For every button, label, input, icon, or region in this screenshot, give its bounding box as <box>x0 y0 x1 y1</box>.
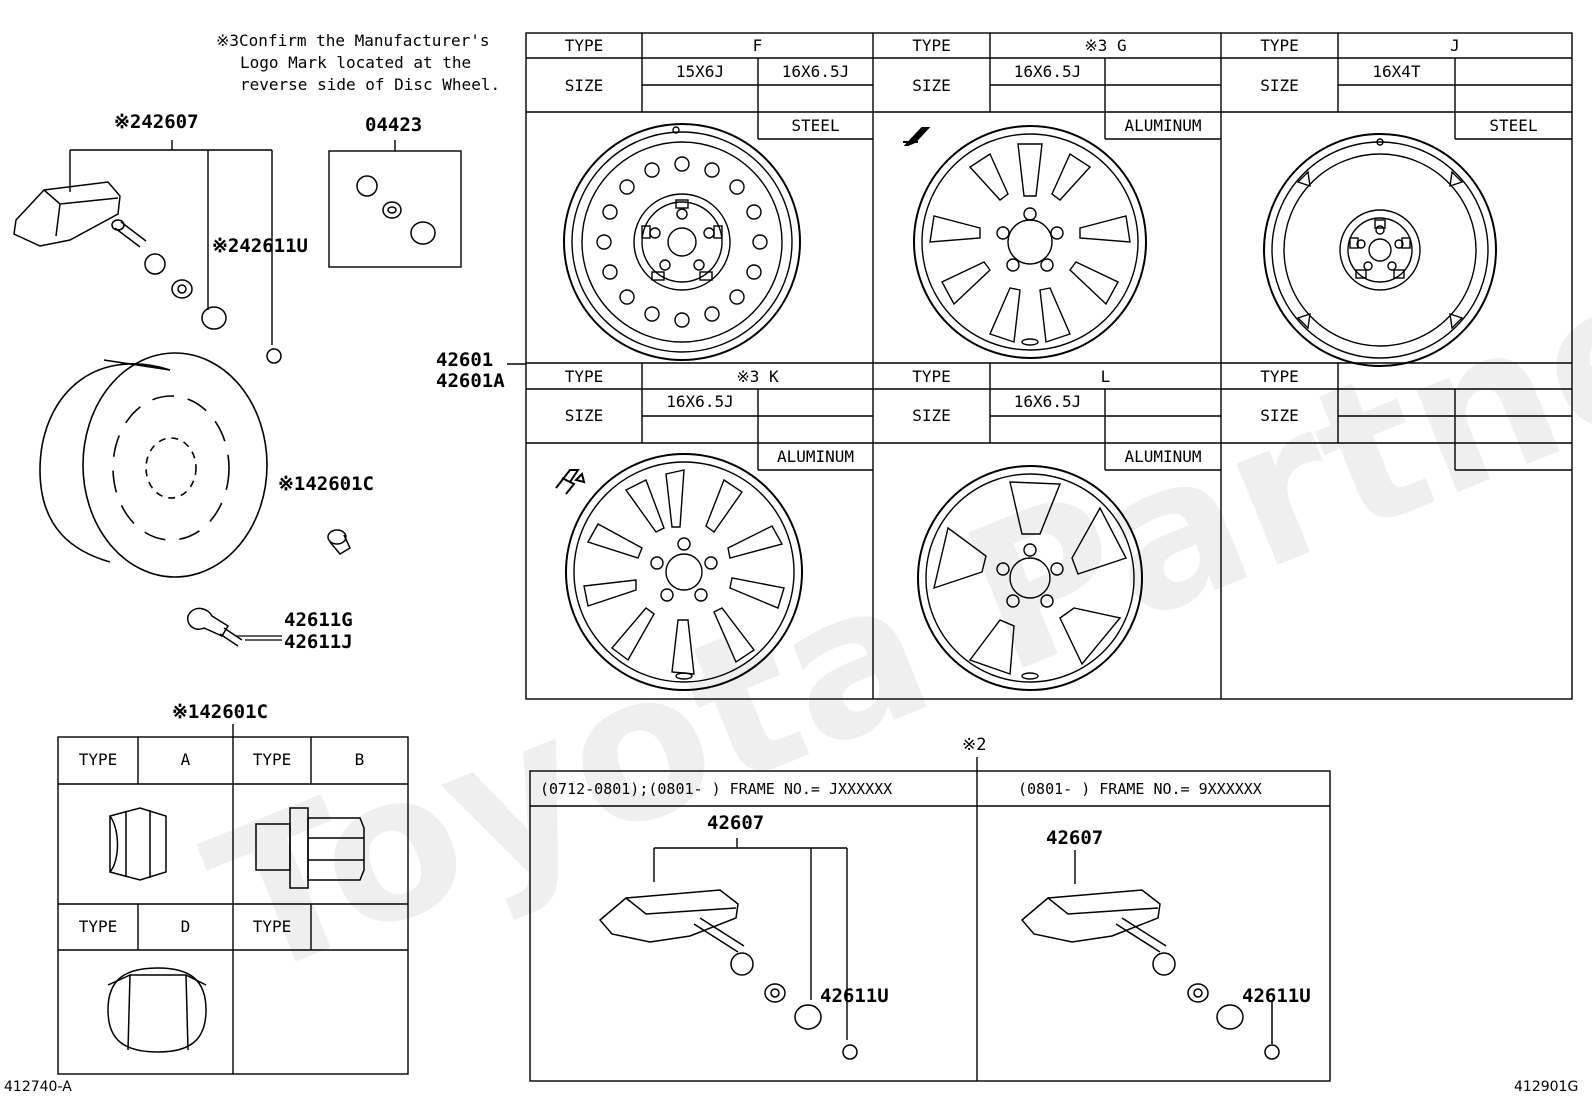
wt-type-label-5: TYPE <box>912 367 951 386</box>
note-line-1: ※3Confirm the Manufacturer's <box>216 31 490 50</box>
nt-type-label-1: TYPE <box>78 750 118 769</box>
sensor-left-valve-part[interactable]: 42611U <box>820 985 889 1007</box>
wt-size-k-1: 16X6.5J <box>666 392 734 411</box>
part-valve-g[interactable]: 42611G <box>284 609 353 631</box>
wt-size-label-1: SIZE <box>564 76 604 95</box>
wt-size-label-5: SIZE <box>912 406 951 425</box>
wt-type-label-1: TYPE <box>564 36 604 55</box>
wt-type-l: L <box>1100 367 1111 386</box>
wt-size-j-1: 16X4T <box>1372 62 1421 81</box>
sensor-top-bracket <box>69 140 273 345</box>
wt-type-label-4: TYPE <box>564 367 604 386</box>
sensor-right-drawing <box>1020 889 1280 1060</box>
tire-drawing <box>39 352 268 578</box>
wheel-table-lines <box>525 32 1573 700</box>
wt-size-f-1: 15X6J <box>675 62 725 81</box>
wt-size-label-2: SIZE <box>912 76 951 95</box>
wt-size-label-6: SIZE <box>1260 406 1299 425</box>
logo-k-icon <box>555 469 586 495</box>
footer-right-code: 412901G <box>1514 1079 1579 1095</box>
wt-type-k: ※3 K <box>736 367 779 386</box>
logo-g-icon <box>903 127 931 146</box>
wheel-l-drawing <box>917 465 1143 691</box>
sensor-right-header: (0801- ) FRAME NO.= 9XXXXXX <box>1018 780 1262 798</box>
wheel-k-drawing <box>565 453 803 691</box>
nut-a-drawing <box>109 807 167 881</box>
kit-box <box>328 150 462 268</box>
wt-material-j: STEEL <box>1489 116 1538 135</box>
nut-table-lines <box>57 724 409 1075</box>
wt-type-label-6: TYPE <box>1260 367 1299 386</box>
note-line-3: reverse side of Disc Wheel. <box>240 75 501 94</box>
wt-type-j: J <box>1450 36 1460 55</box>
part-nut-table-title[interactable]: ※142601C <box>172 701 268 723</box>
wt-material-g: ALUMINUM <box>1124 116 1202 135</box>
wt-size-g-1: 16X6.5J <box>1013 62 1082 81</box>
wt-type-label-2: TYPE <box>912 36 951 55</box>
wheel-j-drawing <box>1263 133 1497 367</box>
wt-size-f-2: 16X6.5J <box>781 62 850 81</box>
wt-material-f: STEEL <box>791 116 840 135</box>
watermark: Toyota Partner <box>181 186 1592 1025</box>
part-sensor-top[interactable]: ※242607 <box>114 111 199 133</box>
sensor-box-lines <box>529 757 1331 1082</box>
wt-size-l-1: 16X6.5J <box>1013 392 1082 411</box>
sensor-right-part[interactable]: 42607 <box>1046 827 1104 849</box>
tpms-sensor-drawing <box>13 181 282 364</box>
kit-parts-drawing <box>356 175 436 245</box>
valve-stem-drawing <box>187 607 282 647</box>
nut-b-drawing <box>255 807 365 889</box>
part-wheel[interactable]: 42601 <box>436 349 494 371</box>
part-valve-parts[interactable]: ※242611U <box>212 235 308 257</box>
nt-type-label-4: TYPE <box>252 917 292 936</box>
wt-material-k: ALUMINUM <box>776 447 855 466</box>
wheel-g-drawing <box>913 125 1147 359</box>
part-valve-j[interactable]: 42611J <box>284 631 353 653</box>
sensor-box-marker: ※2 <box>962 735 987 755</box>
nt-type-a: A <box>180 750 191 769</box>
note-line-2: Logo Mark located at the <box>240 53 472 72</box>
sensor-left-part[interactable]: 42607 <box>707 812 765 834</box>
nt-type-d: D <box>180 917 191 936</box>
wt-size-label-3: SIZE <box>1260 76 1299 95</box>
part-kit[interactable]: 04423 <box>365 114 423 136</box>
nut-d-drawing <box>107 967 207 1053</box>
wt-size-label-4: SIZE <box>564 406 604 425</box>
part-nut-side[interactable]: ※142601C <box>278 473 374 495</box>
wt-type-f: F <box>752 36 763 55</box>
wheel-f-drawing <box>563 123 801 361</box>
nt-type-label-3: TYPE <box>78 917 118 936</box>
part-wheel-alt[interactable]: 42601A <box>436 370 505 392</box>
wt-type-label-3: TYPE <box>1260 36 1299 55</box>
sensor-left-drawing <box>598 889 858 1060</box>
wt-material-l: ALUMINUM <box>1124 447 1202 466</box>
sensor-left-header: (0712-0801);(0801- ) FRAME NO.= JXXXXXX <box>540 780 893 798</box>
sensor-right-valve-part[interactable]: 42611U <box>1242 985 1311 1007</box>
nt-type-b: B <box>354 750 365 769</box>
nt-type-label-2: TYPE <box>252 750 292 769</box>
footer-left-code: 412740-A <box>4 1079 72 1095</box>
wt-type-g: ※3 G <box>1084 36 1127 55</box>
lug-nut-drawing <box>327 529 351 555</box>
